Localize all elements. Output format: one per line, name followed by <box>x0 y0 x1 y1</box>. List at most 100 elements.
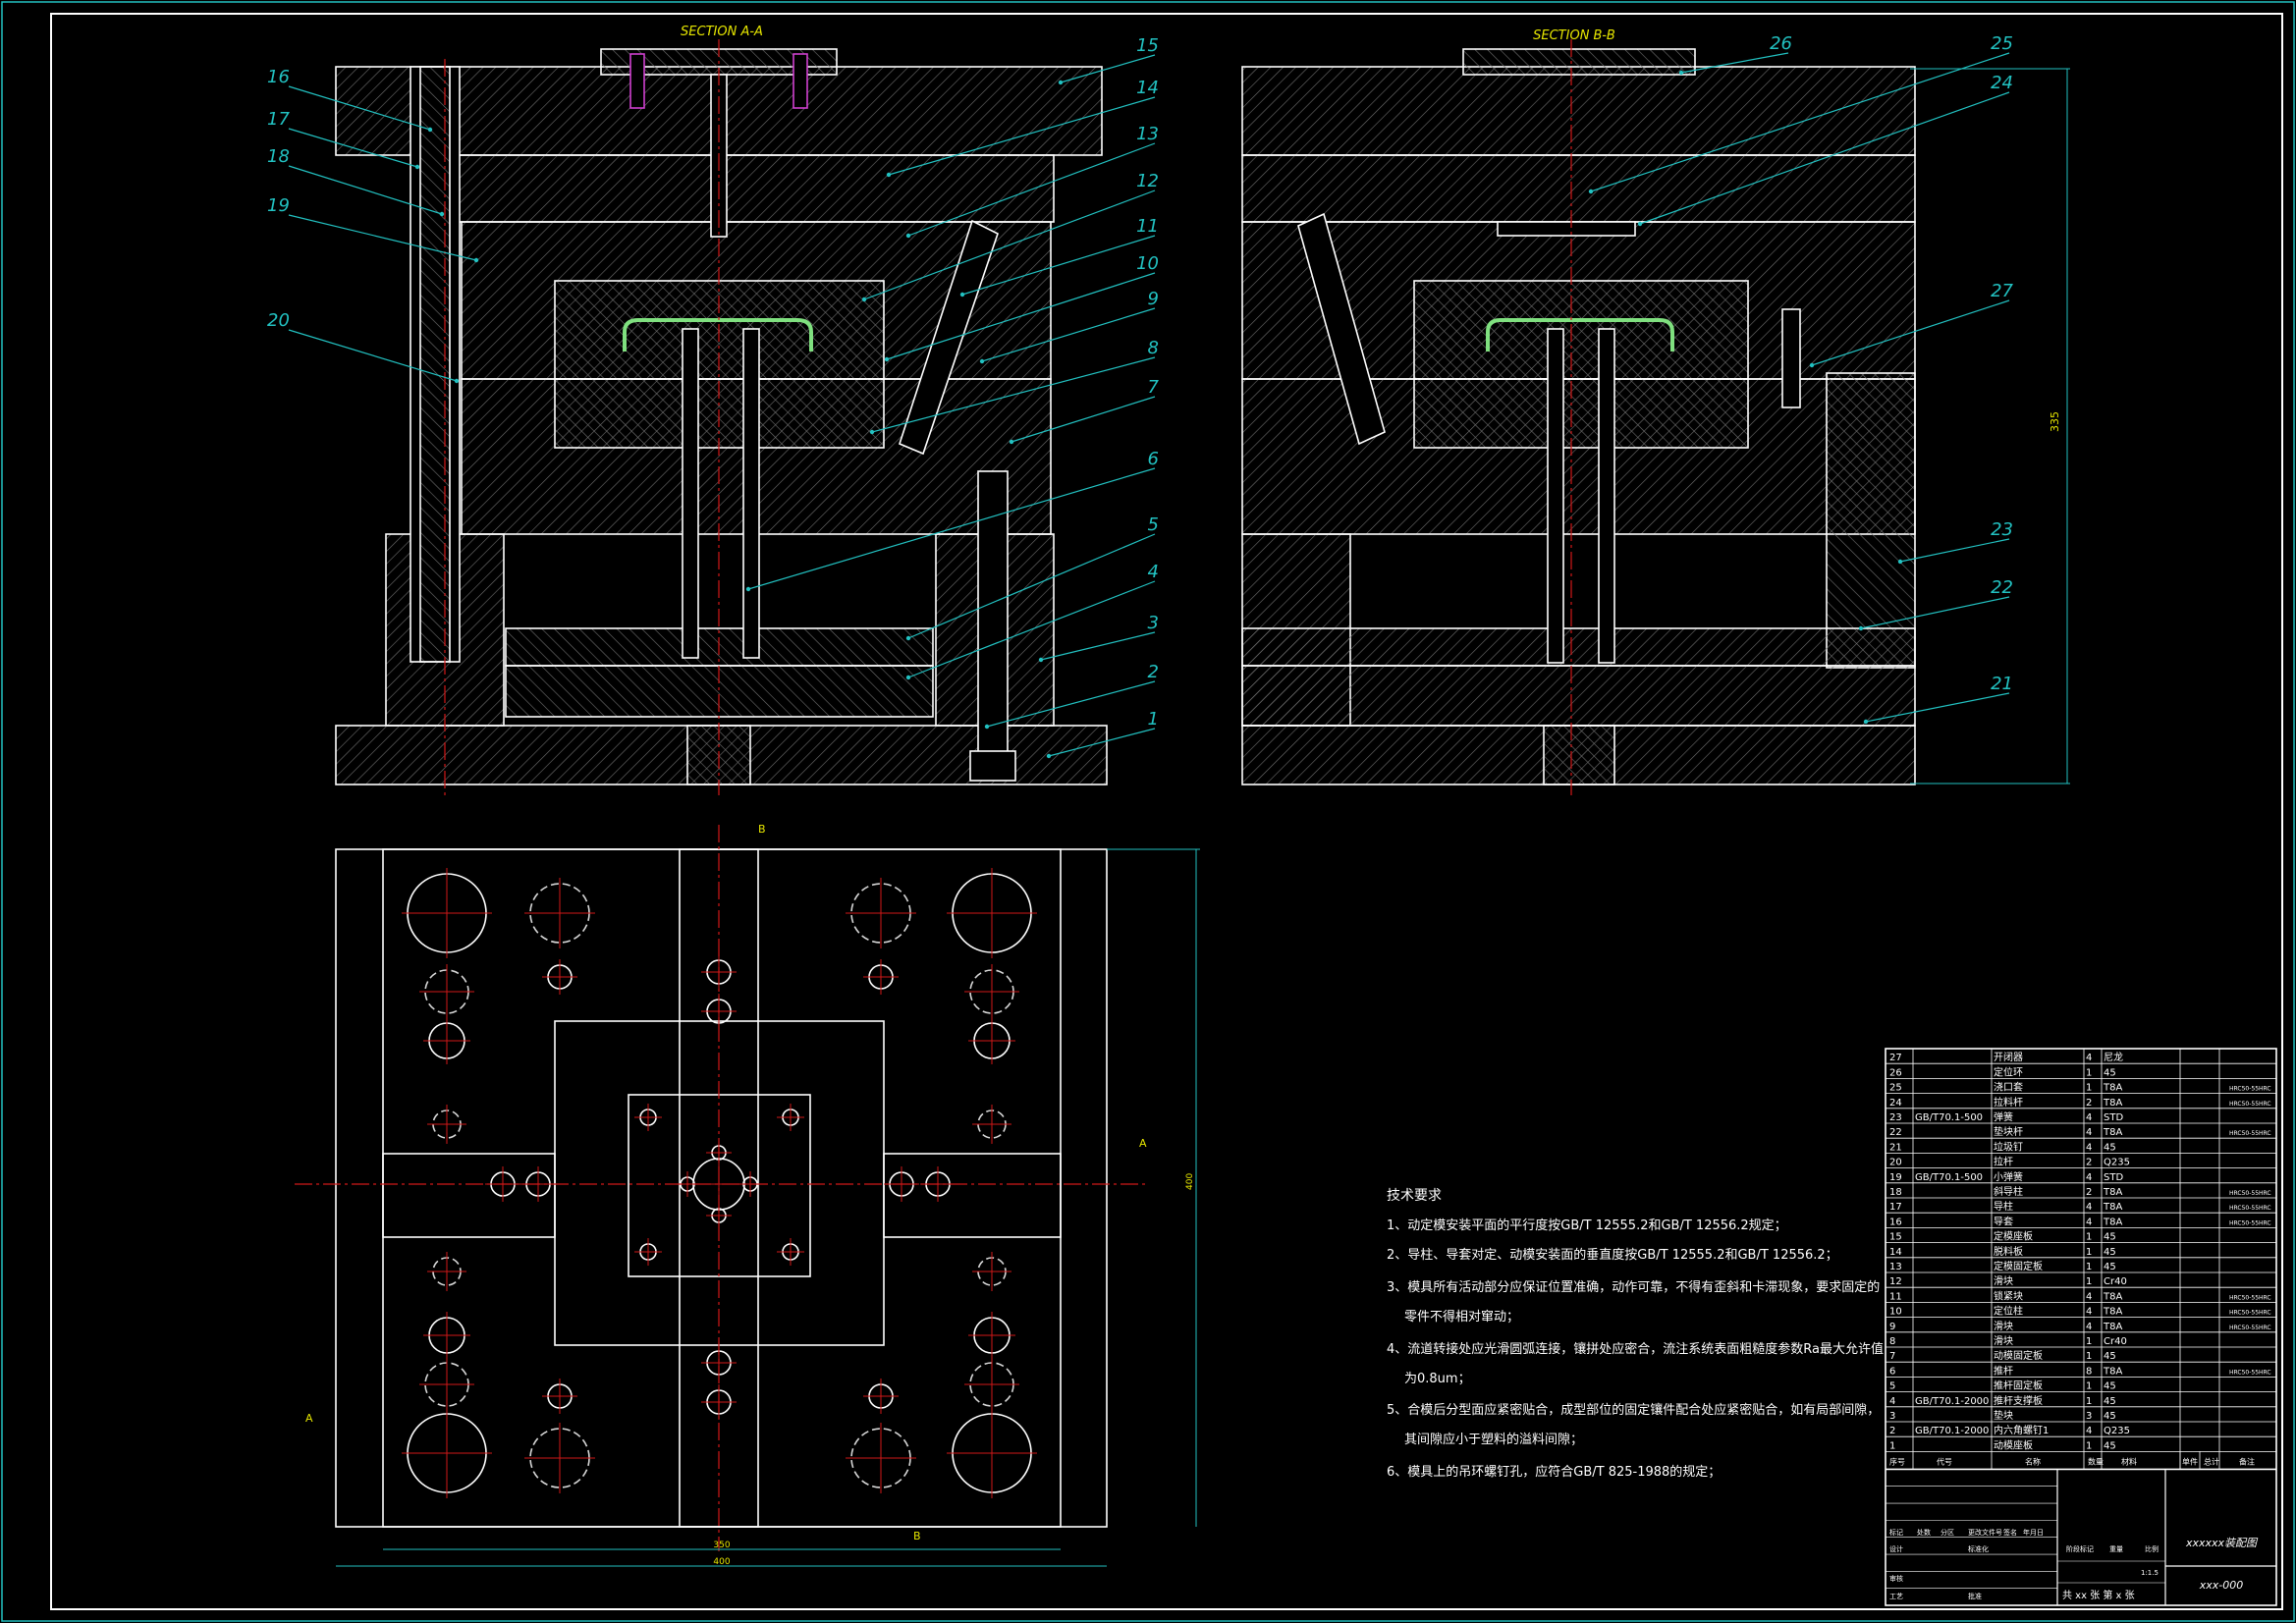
bom-cell: 4 <box>2086 1307 2092 1318</box>
bom-cell: 1 <box>2086 1351 2092 1362</box>
bom-cell: Q235 <box>2104 1158 2130 1168</box>
leader-dot-13 <box>905 233 911 239</box>
title-block-label: 签名 <box>2003 1528 2017 1537</box>
bom-cell: 小弹簧 <box>1994 1170 2023 1183</box>
title-block-label: 分区 <box>1941 1528 1954 1537</box>
plan-dim-outer-width: 400 <box>713 1557 730 1567</box>
bom-cell: 动模座板 <box>1994 1438 2033 1451</box>
bom-cell: 24 <box>1889 1098 1902 1109</box>
bom-cell: 45 <box>2104 1142 2116 1153</box>
tech-req-line: 5、合模后分型面应紧密贴合，成型部位的固定镶件配合处应紧密贴合，如有局部间隙， <box>1387 1402 1880 1418</box>
bom-cell: 4 <box>2086 1291 2092 1302</box>
bom-cell: 定位环 <box>1994 1065 2023 1078</box>
bom-header-cell: 序号 <box>1889 1456 1905 1466</box>
marker-b-top: B <box>758 823 766 836</box>
bom-cell: 4 <box>2086 1217 2092 1227</box>
bom-header-cell: 数量 <box>2088 1456 2104 1466</box>
leader-dot-23 <box>1897 559 1903 565</box>
bom-cell: 23 <box>1889 1112 1902 1123</box>
balloon-21: 21 <box>1991 674 2013 694</box>
bom-cell: T8A <box>2103 1217 2122 1227</box>
bom-cell: 20 <box>1889 1158 1902 1168</box>
title-block-label: 设计 <box>1889 1544 1903 1553</box>
leader-dot-24 <box>1637 221 1643 227</box>
bom-cell: 19 <box>1889 1172 1902 1183</box>
bom-cell: 1 <box>2086 1381 2092 1392</box>
bom-cell: HRC50-55HRC <box>2229 1310 2271 1317</box>
leader-line-3 <box>1040 631 1156 661</box>
section-b-b: SECTION B-B <box>1241 28 1916 785</box>
bom-cell: 4 <box>2086 1112 2092 1123</box>
bom-cell: 2 <box>2086 1158 2092 1168</box>
bom-cell: 垫块 <box>1994 1409 2013 1422</box>
bom-cell: 21 <box>1889 1142 1902 1153</box>
bom-cell: 2 <box>1889 1426 1895 1436</box>
title-block-label: 比例 <box>2145 1544 2159 1553</box>
bom-cell: GB/T70.1-2000 <box>1915 1396 1989 1407</box>
balloon-22: 22 <box>1991 577 2013 598</box>
bom-cell: 推杆固定板 <box>1994 1380 2043 1392</box>
balloon-16: 16 <box>267 67 290 87</box>
bom-cell: 14 <box>1889 1247 1902 1258</box>
leader-dot-27 <box>1809 362 1815 368</box>
leader-dot-10 <box>884 356 890 362</box>
title-block-label: 标记 <box>1889 1528 1903 1537</box>
bom-cell: T8A <box>2103 1366 2122 1377</box>
leader-line-19 <box>288 214 477 261</box>
leader-line-8 <box>871 356 1156 433</box>
leader-dot-16 <box>427 127 433 133</box>
bom-cell: 13 <box>1889 1262 1902 1272</box>
bom-cell: 11 <box>1889 1291 1902 1302</box>
balloon-26: 26 <box>1770 33 1792 54</box>
leader-line-14 <box>888 96 1156 176</box>
bom-cell: 12 <box>1889 1276 1902 1287</box>
balloon-2: 2 <box>1148 662 1159 682</box>
bom-cell: Cr40 <box>2104 1276 2127 1287</box>
balloon-6: 6 <box>1148 449 1159 469</box>
bom-cell: 8 <box>1889 1336 1895 1347</box>
technical-requirements: 技术要求 1、动定模安装平面的平行度按GB/T 12555.2和GB/T 125… <box>1387 1188 1884 1480</box>
bom-cell: 15 <box>1889 1232 1902 1243</box>
bom-cell: HRC50-55HRC <box>2229 1205 2271 1212</box>
title-block-label: 重量 <box>2109 1545 2123 1553</box>
leader-line-11 <box>961 235 1156 296</box>
bom-cell: T8A <box>2103 1083 2122 1094</box>
bom-cell: 定模固定板 <box>1994 1260 2043 1272</box>
leader-line-2 <box>986 680 1156 728</box>
plan-dim-height: 400 <box>1185 1173 1195 1190</box>
bom-cell: HRC50-55HRC <box>2229 1219 2271 1226</box>
bom-header-cell: 备注 <box>2239 1456 2255 1466</box>
leader-line-12 <box>863 189 1156 300</box>
balloon-23: 23 <box>1991 519 2013 540</box>
section-a-a: SECTION A-A <box>335 25 1108 785</box>
bom-cell: 推杆 <box>1994 1364 2013 1377</box>
balloon-12: 12 <box>1136 171 1159 191</box>
bom-header-cell: 名称 <box>2025 1456 2041 1466</box>
title-block-label: 标准化 <box>1968 1544 1989 1553</box>
balloon-20: 20 <box>267 310 290 331</box>
bom-header-cell: 单件 <box>2182 1456 2198 1466</box>
section-a-title: SECTION A-A <box>681 25 763 39</box>
bom-cell: 推杆支撑板 <box>1994 1394 2043 1407</box>
leader-dot-25 <box>1588 189 1594 194</box>
bom-cell: Cr40 <box>2104 1336 2127 1347</box>
bom-cell: 45 <box>2104 1440 2116 1451</box>
bom-cell: 4 <box>2086 1127 2092 1138</box>
bom-cell: 1 <box>2086 1396 2092 1407</box>
bom-cell: 27 <box>1889 1053 1902 1063</box>
leader-line-23 <box>1899 538 2010 563</box>
balloon-13: 13 <box>1136 124 1159 144</box>
bom-cell: 脱料板 <box>1994 1245 2023 1258</box>
balloon-19: 19 <box>267 195 290 216</box>
bom-cell: T8A <box>2103 1202 2122 1213</box>
bom-cell: 3 <box>2086 1411 2092 1422</box>
balloon-24: 24 <box>1991 73 2013 93</box>
bom-cell: T8A <box>2103 1307 2122 1318</box>
bom-cell: 45 <box>2104 1067 2116 1078</box>
leader-line-13 <box>907 142 1156 237</box>
bom-cell: 4 <box>1889 1396 1895 1407</box>
tech-req-line: 其间隙应小于塑料的溢料间隙； <box>1404 1432 1583 1447</box>
